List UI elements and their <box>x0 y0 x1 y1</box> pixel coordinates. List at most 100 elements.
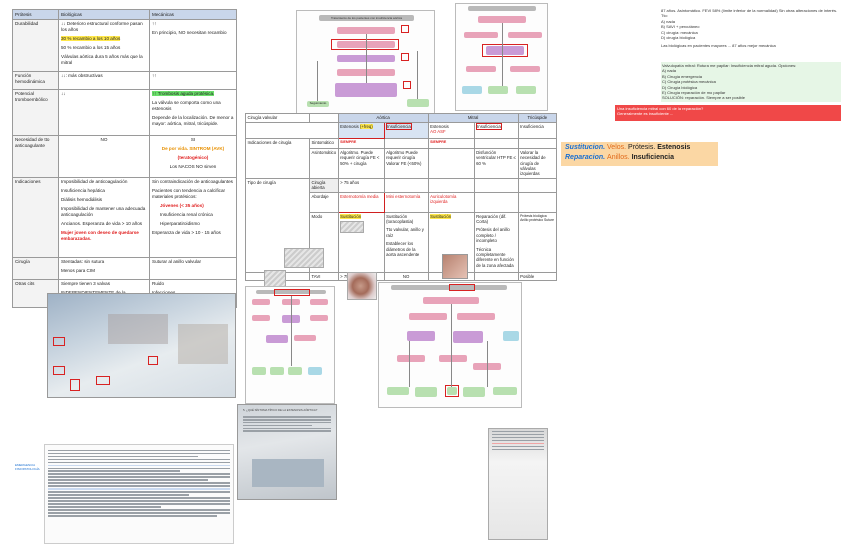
highlight-box <box>53 366 65 375</box>
highlight-box <box>449 284 475 291</box>
flowchart-node <box>486 46 524 55</box>
table-cell: Sin contraindicación de anticoagulantes … <box>149 176 237 258</box>
highlight-box <box>401 25 409 33</box>
flowchart-node <box>270 367 284 375</box>
note-line: Valvulopatía mitral: Rotura me papilar: … <box>662 63 797 68</box>
highlight-box <box>274 289 310 296</box>
column-header-mitral: Mitral <box>427 113 519 123</box>
textbook-figure <box>252 459 324 487</box>
flowchart-node <box>516 86 536 94</box>
table-cell: Valorar la necesidad de cirugía de válvu… <box>517 148 558 179</box>
connector-line <box>317 61 318 101</box>
doc-margin-tag: EMERGENCIA FISIOPATOLOGÍA <box>15 463 40 471</box>
table-cell: Stentadas: sin sutura Menos para CIM <box>58 256 150 280</box>
cell-text: Depende de la localización. De menor a m… <box>152 115 234 126</box>
connector-line <box>502 23 503 86</box>
summary-term: Estenosis <box>657 144 691 151</box>
mitral-flowchart <box>455 3 548 111</box>
subheader-note: AO ASF <box>430 129 446 135</box>
row-group-label: Indicaciones de cirugía <box>245 138 310 179</box>
cell-text: Menos para CIM <box>61 268 95 274</box>
table-cell: > 75 años <box>337 178 385 193</box>
cell-text: La válvula se comporta como una estenosi… <box>152 100 221 112</box>
flowchart-node <box>508 32 542 38</box>
prosthesis-comparison-table: Prótesis Biológicas Mecánicas Durabilida… <box>12 9 237 308</box>
row-label: Cirugía <box>12 256 59 280</box>
summary-box: Sustitucion. Velos. Prótesis. Estenosis … <box>561 142 718 166</box>
note-line: B) SAVI + percutáneo <box>661 24 700 30</box>
cell-text: Sustitución (toracoplastia) <box>386 213 414 225</box>
table-header-row: Prótesis Biológicas Mecánicas <box>12 9 237 20</box>
note-line: C) cirugía: mecánica <box>661 29 698 35</box>
flowchart-node <box>415 387 437 397</box>
flowchart-node <box>463 387 485 397</box>
table-cell: Esternotomía media <box>337 191 385 213</box>
flowchart-node <box>337 27 395 34</box>
cell-text: Esperanza de vida > 10 - 15 años <box>152 229 221 235</box>
connector-line <box>451 304 452 387</box>
table-title: Cirugía valvular <box>245 113 310 123</box>
flowchart-node <box>310 315 328 321</box>
cell-text: 50 % recambio a los 15 años <box>61 45 121 50</box>
table-cell: ↑↑ <box>149 70 237 90</box>
table-header-cell: Prótesis <box>12 9 59 20</box>
table-cell: Algoritmo. Puede requerir cirugía FE < 5… <box>337 148 385 179</box>
cell-text: Stentadas: sin sutura <box>61 259 105 265</box>
flowchart-node <box>252 315 270 321</box>
flowchart-node <box>423 297 479 304</box>
summary-term: Velos. <box>607 144 627 151</box>
table-row: TAVI > 75 años NO Posible <box>245 271 558 282</box>
summary-line-2: Reparacion. Anillos. Insuficiencia <box>565 153 714 163</box>
flowchart-node <box>252 367 266 375</box>
column-header-tricuspid: Tricúspide <box>517 113 558 123</box>
row-label: Durabilidad <box>12 18 59 72</box>
warning-text: Jóvenes (< 35 años) <box>160 203 204 208</box>
cell-text: Insuficiencia hepática <box>61 188 105 194</box>
cell-text: Siempre tienen 3 valvas <box>61 281 111 287</box>
book-photo <box>47 293 236 398</box>
cell-text: SI <box>190 137 196 143</box>
table-cell: Prótesis biológica Anillo protésico Sutu… <box>517 211 558 273</box>
flowchart-node <box>288 367 302 375</box>
table-row: Indicaciones Imposibilidad de anticoagul… <box>12 176 237 258</box>
connector-line <box>417 51 418 99</box>
case-notes-3: Una insuficiencia mitral con 60 de la re… <box>615 105 841 121</box>
row-label: Potencial tromboembólico <box>12 88 59 136</box>
highlight-box <box>70 379 80 391</box>
highlighted-text: 30 % recambio a los 10 años <box>61 36 121 42</box>
cell-text: Sin contraindicación de anticoagulantes <box>152 179 233 185</box>
table-cell: Imposibilidad de anticoagulación Insufic… <box>58 176 150 258</box>
table-cell: Sustitución <box>337 211 385 273</box>
table-cell: Reparación (dif. Corta)Prótesis del anil… <box>473 211 519 273</box>
row-label: Sintomático <box>309 138 339 149</box>
flowchart-node <box>464 32 498 38</box>
flowchart-node <box>503 331 519 341</box>
cell-text: Infecciones <box>152 290 234 296</box>
flowchart-node <box>457 313 495 320</box>
subheader-note: (+freq) <box>359 124 373 129</box>
table-row: Indicaciones de cirugía Sintomático SIEM… <box>245 138 558 179</box>
summary-term: Reparacion. <box>565 154 606 161</box>
flowchart-node <box>478 16 526 23</box>
small-flowchart <box>245 286 335 404</box>
summary-term: Insuficiencia <box>631 154 674 161</box>
flowchart-node <box>488 86 508 94</box>
highlight-box <box>53 337 65 346</box>
table-cell: ↓↓: más obstructivas <box>58 70 150 90</box>
cell-text: Insuficiencia renal crónica <box>160 211 213 217</box>
note-line: D) cirugía biológica <box>661 34 696 40</box>
connector-line <box>409 341 410 387</box>
flowchart-node <box>462 86 482 94</box>
aortic-insufficiency-flowchart: Tratamiento de los pacientes con insufic… <box>296 10 435 114</box>
flowchart-node <box>335 83 397 97</box>
highlight-box <box>445 385 459 397</box>
flowchart-node <box>310 299 328 305</box>
case-notes-1: 87 años. Asintomático. FEVI 58% (límite … <box>661 8 841 49</box>
cell-text: Imposibilidad de anticoagulación <box>61 179 128 185</box>
highlighted-text: Sustitución <box>430 213 452 219</box>
highlight-box <box>148 356 158 365</box>
connector-line <box>366 34 367 83</box>
valve-surgery-table: Cirugía valvular Aórtica Mitral Tricúspi… <box>245 113 558 282</box>
highlighted-text: Sustitución <box>340 213 362 219</box>
table-row: Asintomático Algoritmo. Puede requerir c… <box>246 148 558 179</box>
